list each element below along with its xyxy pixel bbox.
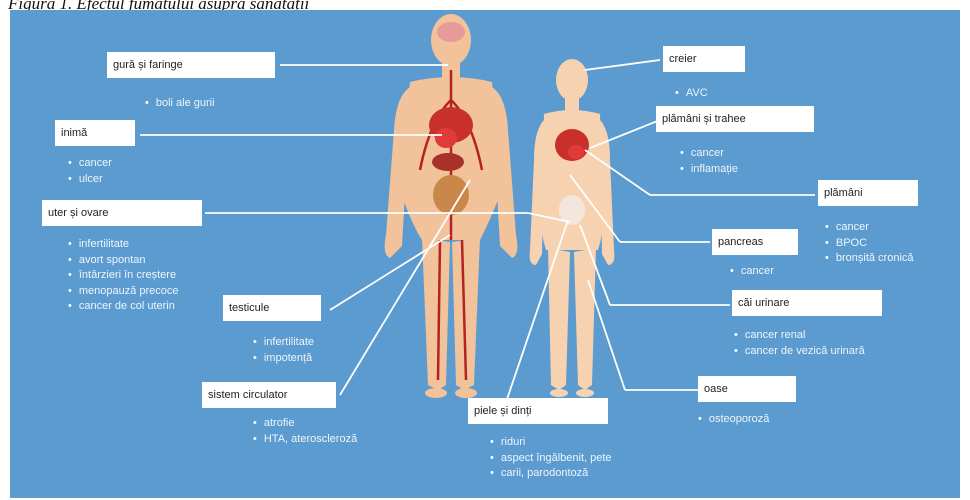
list-item: întârzieri în creștere [68, 268, 179, 284]
female-foot-left [550, 389, 568, 397]
label-plamani: plămâni și trahee [656, 106, 814, 132]
label-circulator: sistem circulator [202, 382, 336, 408]
list-item: osteoporoză [698, 412, 769, 428]
male-foot-right [455, 388, 477, 398]
female-heart [568, 145, 584, 159]
female-figure [530, 59, 615, 397]
list-gura: boli ale gurii [145, 96, 215, 112]
list-piele: riduri aspect îngălbenit, pete carii, pa… [490, 435, 612, 482]
list-item: cancer renal [734, 328, 865, 344]
male-figure [385, 14, 518, 398]
label-oase: oase [698, 376, 796, 402]
male-leg-left [422, 238, 450, 390]
list-inima: cancer ulcer [68, 156, 112, 187]
label-stomac: pancreas [712, 229, 798, 255]
list-item: menopauză precoce [68, 284, 179, 300]
list-item: bronșită cronică [825, 251, 914, 267]
list-item: AVC [675, 86, 708, 102]
list-urinare: cancer renal cancer de vezică urinară [734, 328, 865, 359]
label-testicule: testicule [223, 295, 321, 321]
label-gura: gură și faringe [107, 52, 275, 78]
list-item: cancer [730, 264, 774, 280]
list-item: inflamație [680, 162, 738, 178]
list-item: cancer [68, 156, 112, 172]
female-foot-right [576, 389, 594, 397]
list-item: cancer de vezică urinară [734, 344, 865, 360]
list-item: cancer [680, 146, 738, 162]
list-item: HTA, ateroscleroză [253, 432, 357, 448]
male-gut [433, 175, 469, 215]
female-neck [565, 98, 579, 112]
list-plamani: cancer inflamație [680, 146, 738, 177]
diagram-panel: gură și faringe boli ale gurii inimă can… [10, 10, 960, 498]
list-oase: osteoporoză [698, 412, 769, 428]
list-creier: AVC [675, 86, 708, 102]
list-item: boli ale gurii [145, 96, 215, 112]
label-pancreas: plămâni [818, 180, 918, 206]
list-pancreas: cancer BPOC bronșită cronică [825, 220, 914, 267]
male-brain [437, 22, 465, 42]
list-item: BPOC [825, 236, 914, 252]
list-stomac: cancer [730, 264, 774, 280]
label-inima: inimă [55, 120, 135, 146]
list-item: impotență [253, 351, 314, 367]
label-piele: piele și dinți [468, 398, 608, 424]
female-leg-right [574, 248, 596, 390]
list-item: avort spontan [68, 253, 179, 269]
list-item: infertilitate [68, 237, 179, 253]
list-testicule: infertilitate impotență [253, 335, 314, 366]
label-creier: creier [663, 46, 745, 72]
list-item: carii, parodontoză [490, 466, 612, 482]
male-liver [432, 153, 464, 171]
list-item: riduri [490, 435, 612, 451]
list-item: cancer [825, 220, 914, 236]
label-ovare: uter și ovare [42, 200, 202, 226]
list-item: ulcer [68, 172, 112, 188]
female-head [556, 59, 588, 101]
male-foot-left [425, 388, 447, 398]
connector-creier [585, 60, 660, 70]
list-item: infertilitate [253, 335, 314, 351]
list-item: aspect îngălbenit, pete [490, 451, 612, 467]
list-ovare: infertilitate avort spontan întârzieri î… [68, 237, 179, 315]
list-circulator: atrofie HTA, ateroscleroză [253, 416, 357, 447]
list-item: cancer de col uterin [68, 299, 179, 315]
list-item: atrofie [253, 416, 357, 432]
male-heart [435, 128, 457, 148]
label-urinare: căi urinare [732, 290, 882, 316]
